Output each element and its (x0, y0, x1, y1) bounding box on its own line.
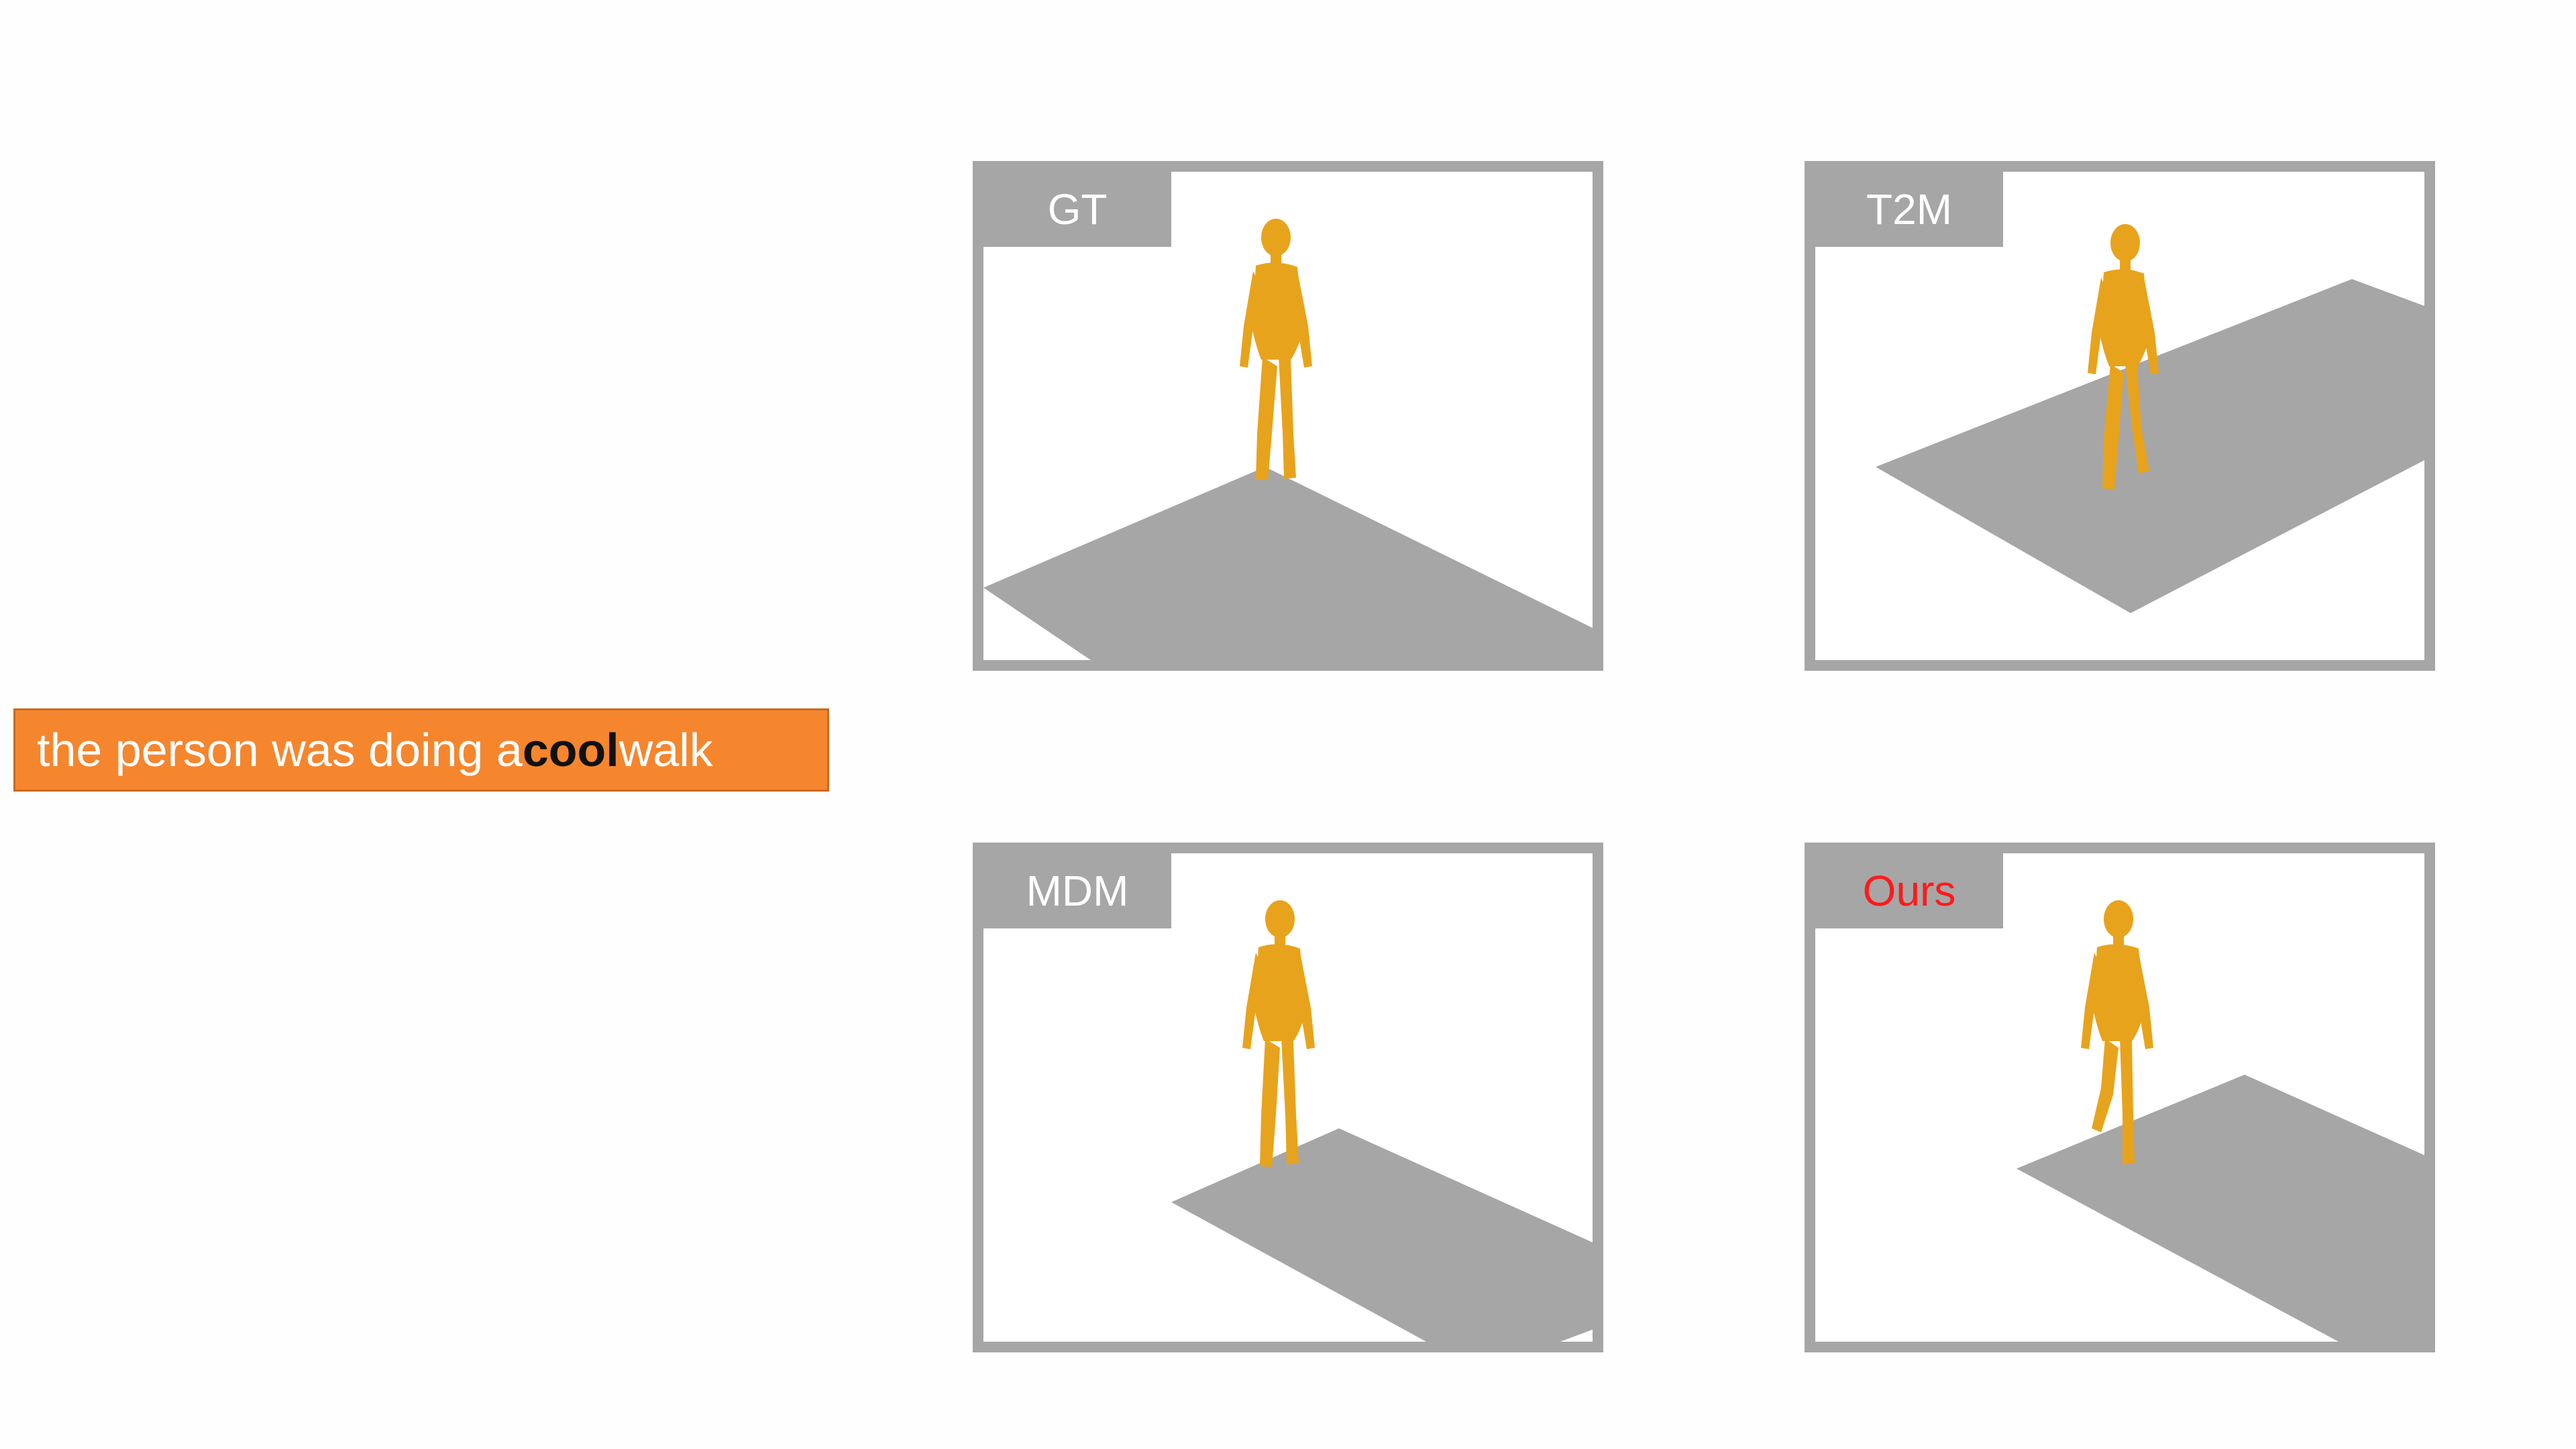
panel-mdm: MDM (973, 843, 1603, 1352)
panel-label: MDM (983, 853, 1171, 928)
text-prompt: the person was doing a cool walk (13, 708, 829, 792)
floor-plane (1171, 1128, 1593, 1342)
motion-render (983, 219, 1593, 660)
prompt-text-before: the person was doing a (37, 724, 523, 776)
motion-render (1171, 900, 1593, 1342)
panel-label: T2M (1815, 172, 2003, 247)
panel-t2m: T2M (1805, 161, 2435, 671)
prompt-text-after: walk (619, 724, 713, 776)
prompt-highlight-word: cool (522, 724, 619, 776)
panel-label: GT (983, 172, 1171, 247)
floor-plane (1876, 279, 2424, 613)
human-figure (2081, 900, 2153, 1165)
panel-gt: GT (973, 161, 1603, 671)
floor-plane (983, 467, 1593, 660)
human-figure (1242, 900, 1315, 1167)
panel-label: Ours (1815, 853, 2003, 928)
motion-render (2017, 900, 2424, 1342)
human-figure (2088, 224, 2159, 490)
floor-plane (2017, 1075, 2424, 1342)
panel-ours: Ours (1805, 843, 2435, 1352)
motion-render (1876, 224, 2424, 613)
human-figure (1240, 219, 1312, 480)
